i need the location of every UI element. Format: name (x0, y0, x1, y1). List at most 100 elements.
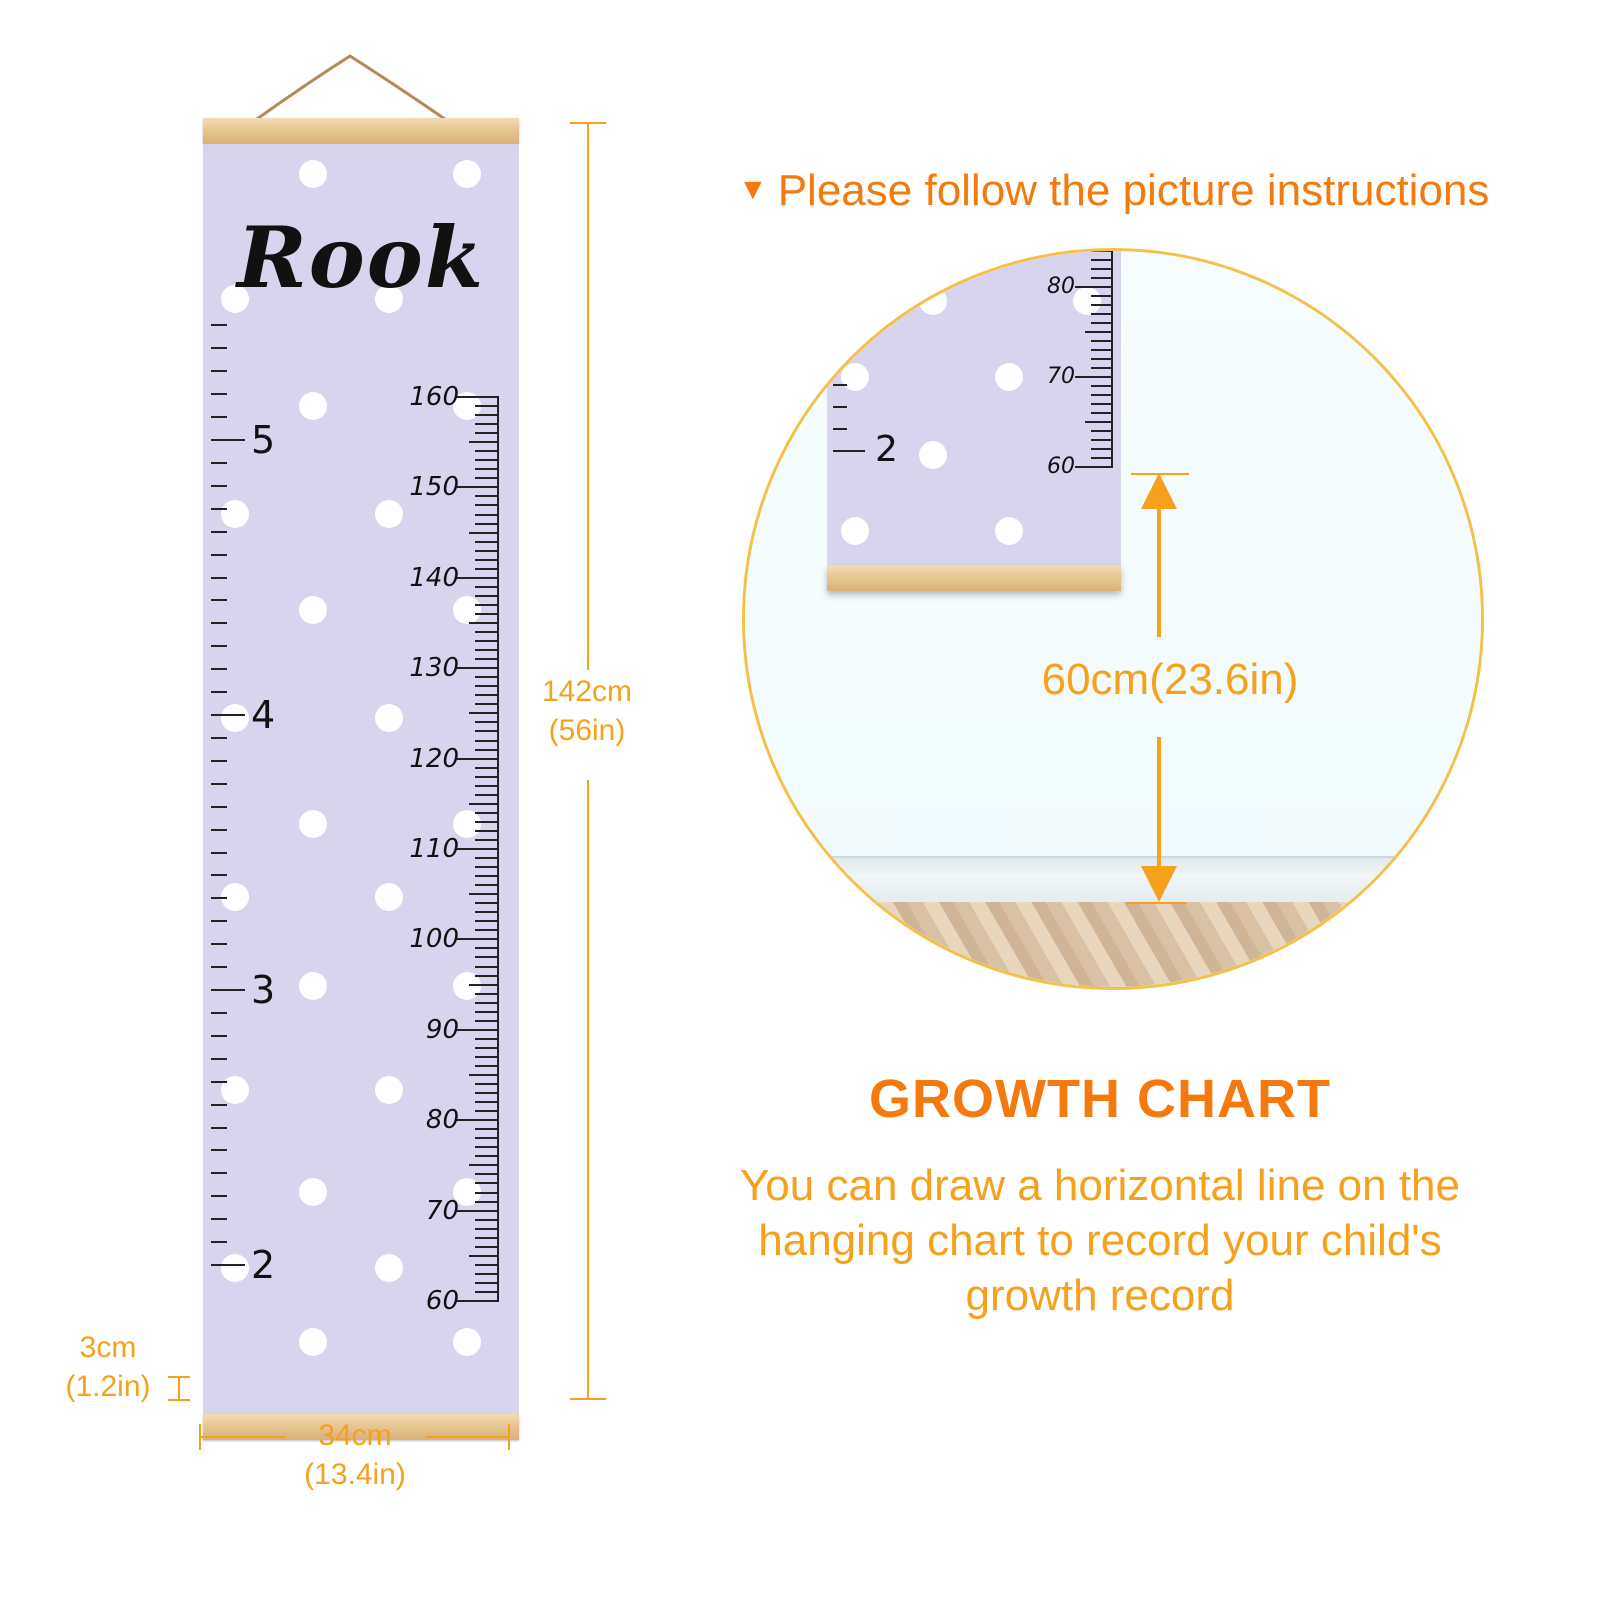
distance-label: 60cm(23.6in) (1025, 655, 1315, 705)
cm-tick (475, 1246, 499, 1248)
inch-tick (211, 462, 227, 464)
cm-tick (475, 541, 499, 543)
cm-tick (455, 1300, 499, 1302)
polka-dot (375, 1254, 403, 1282)
closeup-cm-tick (1091, 250, 1113, 252)
cm-tick (475, 405, 499, 407)
instruction-heading: ▼Please follow the picture instructions (738, 166, 1489, 216)
growth-chart-title: GROWTH CHART (820, 1068, 1380, 1130)
rod-dim-bottom-cap (168, 1399, 190, 1401)
cm-tick (475, 749, 499, 751)
growth-chart-description: You can draw a horizontal line on the ha… (690, 1158, 1510, 1323)
cm-tick (475, 767, 499, 769)
polka-dot (453, 596, 481, 624)
child-name: Rook (203, 208, 519, 307)
triangle-down-icon: ▼ (738, 173, 768, 206)
width-dim-line-right (426, 1436, 510, 1438)
cm-label: 120 (389, 744, 459, 774)
cm-tick (475, 857, 499, 859)
rod-cm: 3cm (48, 1328, 168, 1367)
cm-tick (455, 667, 499, 669)
cm-label: 150 (389, 472, 459, 502)
height-cm: 142cm (524, 672, 650, 711)
closeup-cm-label: 70 (1023, 364, 1075, 389)
cm-tick (475, 1011, 499, 1013)
cm-tick (475, 956, 499, 958)
cm-tick (475, 459, 499, 461)
height-dim-bottom-cap (570, 1398, 606, 1400)
inch-tick (211, 1012, 227, 1014)
cm-tick (475, 966, 499, 968)
inch-tick (211, 508, 227, 510)
inch-tick (211, 393, 227, 395)
width-dim-line-left (199, 1436, 285, 1438)
cm-tick (475, 730, 499, 732)
cm-label: 140 (389, 563, 459, 593)
inch-tick (211, 416, 227, 418)
cm-tick (475, 776, 499, 778)
inch-tick (211, 897, 227, 899)
cm-tick (475, 947, 499, 949)
cm-tick (475, 911, 499, 913)
inch-tick (211, 966, 227, 968)
closeup-cm-tick (1091, 349, 1113, 351)
cm-tick (455, 758, 499, 760)
width-cm: 34cm (280, 1416, 430, 1455)
inch-tick (211, 1149, 227, 1151)
inch-tick (211, 485, 227, 487)
cm-tick (475, 1201, 499, 1203)
polka-dot (221, 1254, 249, 1282)
cm-tick (475, 812, 499, 814)
closeup-polka-dot (919, 441, 947, 469)
closeup-ft-label: 2 (875, 429, 898, 470)
cm-tick (475, 1092, 499, 1094)
closeup-cm-tick (1091, 367, 1113, 369)
cm-tick (475, 450, 499, 452)
inch-tick (211, 577, 227, 579)
inch-tick (211, 1035, 227, 1037)
cm-label: 110 (389, 834, 459, 864)
ft-label: 5 (251, 418, 275, 462)
closeup-cm-label: 80 (1023, 274, 1075, 299)
polka-dot (299, 160, 327, 188)
cm-tick (475, 785, 499, 787)
cm-label: 160 (389, 382, 459, 412)
cm-tick (469, 1255, 499, 1257)
inch-tick (211, 347, 227, 349)
rod-dimension-label: 3cm (1.2in) (48, 1328, 168, 1406)
cm-tick (475, 414, 499, 416)
cm-tick (475, 559, 499, 561)
cm-tick (475, 514, 499, 516)
cm-label: 60 (389, 1286, 459, 1316)
polka-dot (299, 1328, 327, 1356)
chart-canvas: Rook 5432 16015014013012011010090807060 (203, 144, 519, 1414)
closeup-cm-tick (1091, 322, 1113, 324)
cm-tick (475, 676, 499, 678)
width-dimension-label: 34cm (13.4in) (280, 1416, 430, 1494)
cm-tick (475, 477, 499, 479)
cm-tick (475, 694, 499, 696)
inch-tick (211, 943, 227, 945)
inch-tick (211, 370, 227, 372)
cm-tick (475, 613, 499, 615)
inch-tick (211, 783, 227, 785)
cm-tick (475, 1291, 499, 1293)
cm-tick (475, 568, 499, 570)
cm-scale-spine (497, 397, 499, 1301)
closeup-cm-tick (1075, 286, 1113, 288)
cm-tick (475, 1002, 499, 1004)
cm-tick (475, 1056, 499, 1058)
closeup-cm-tick (1091, 277, 1113, 279)
baseboard (745, 856, 1481, 904)
cm-tick (469, 1074, 499, 1076)
polka-dot (453, 1328, 481, 1356)
closeup-polka-dot (995, 363, 1023, 391)
ft-tick (211, 439, 245, 441)
inch-tick (211, 599, 227, 601)
rod-in: (1.2in) (48, 1367, 168, 1406)
polka-dot (299, 1178, 327, 1206)
cm-tick (475, 1192, 499, 1194)
wood-floor (745, 902, 1481, 990)
cm-tick (475, 993, 499, 995)
inch-tick (211, 1127, 227, 1129)
